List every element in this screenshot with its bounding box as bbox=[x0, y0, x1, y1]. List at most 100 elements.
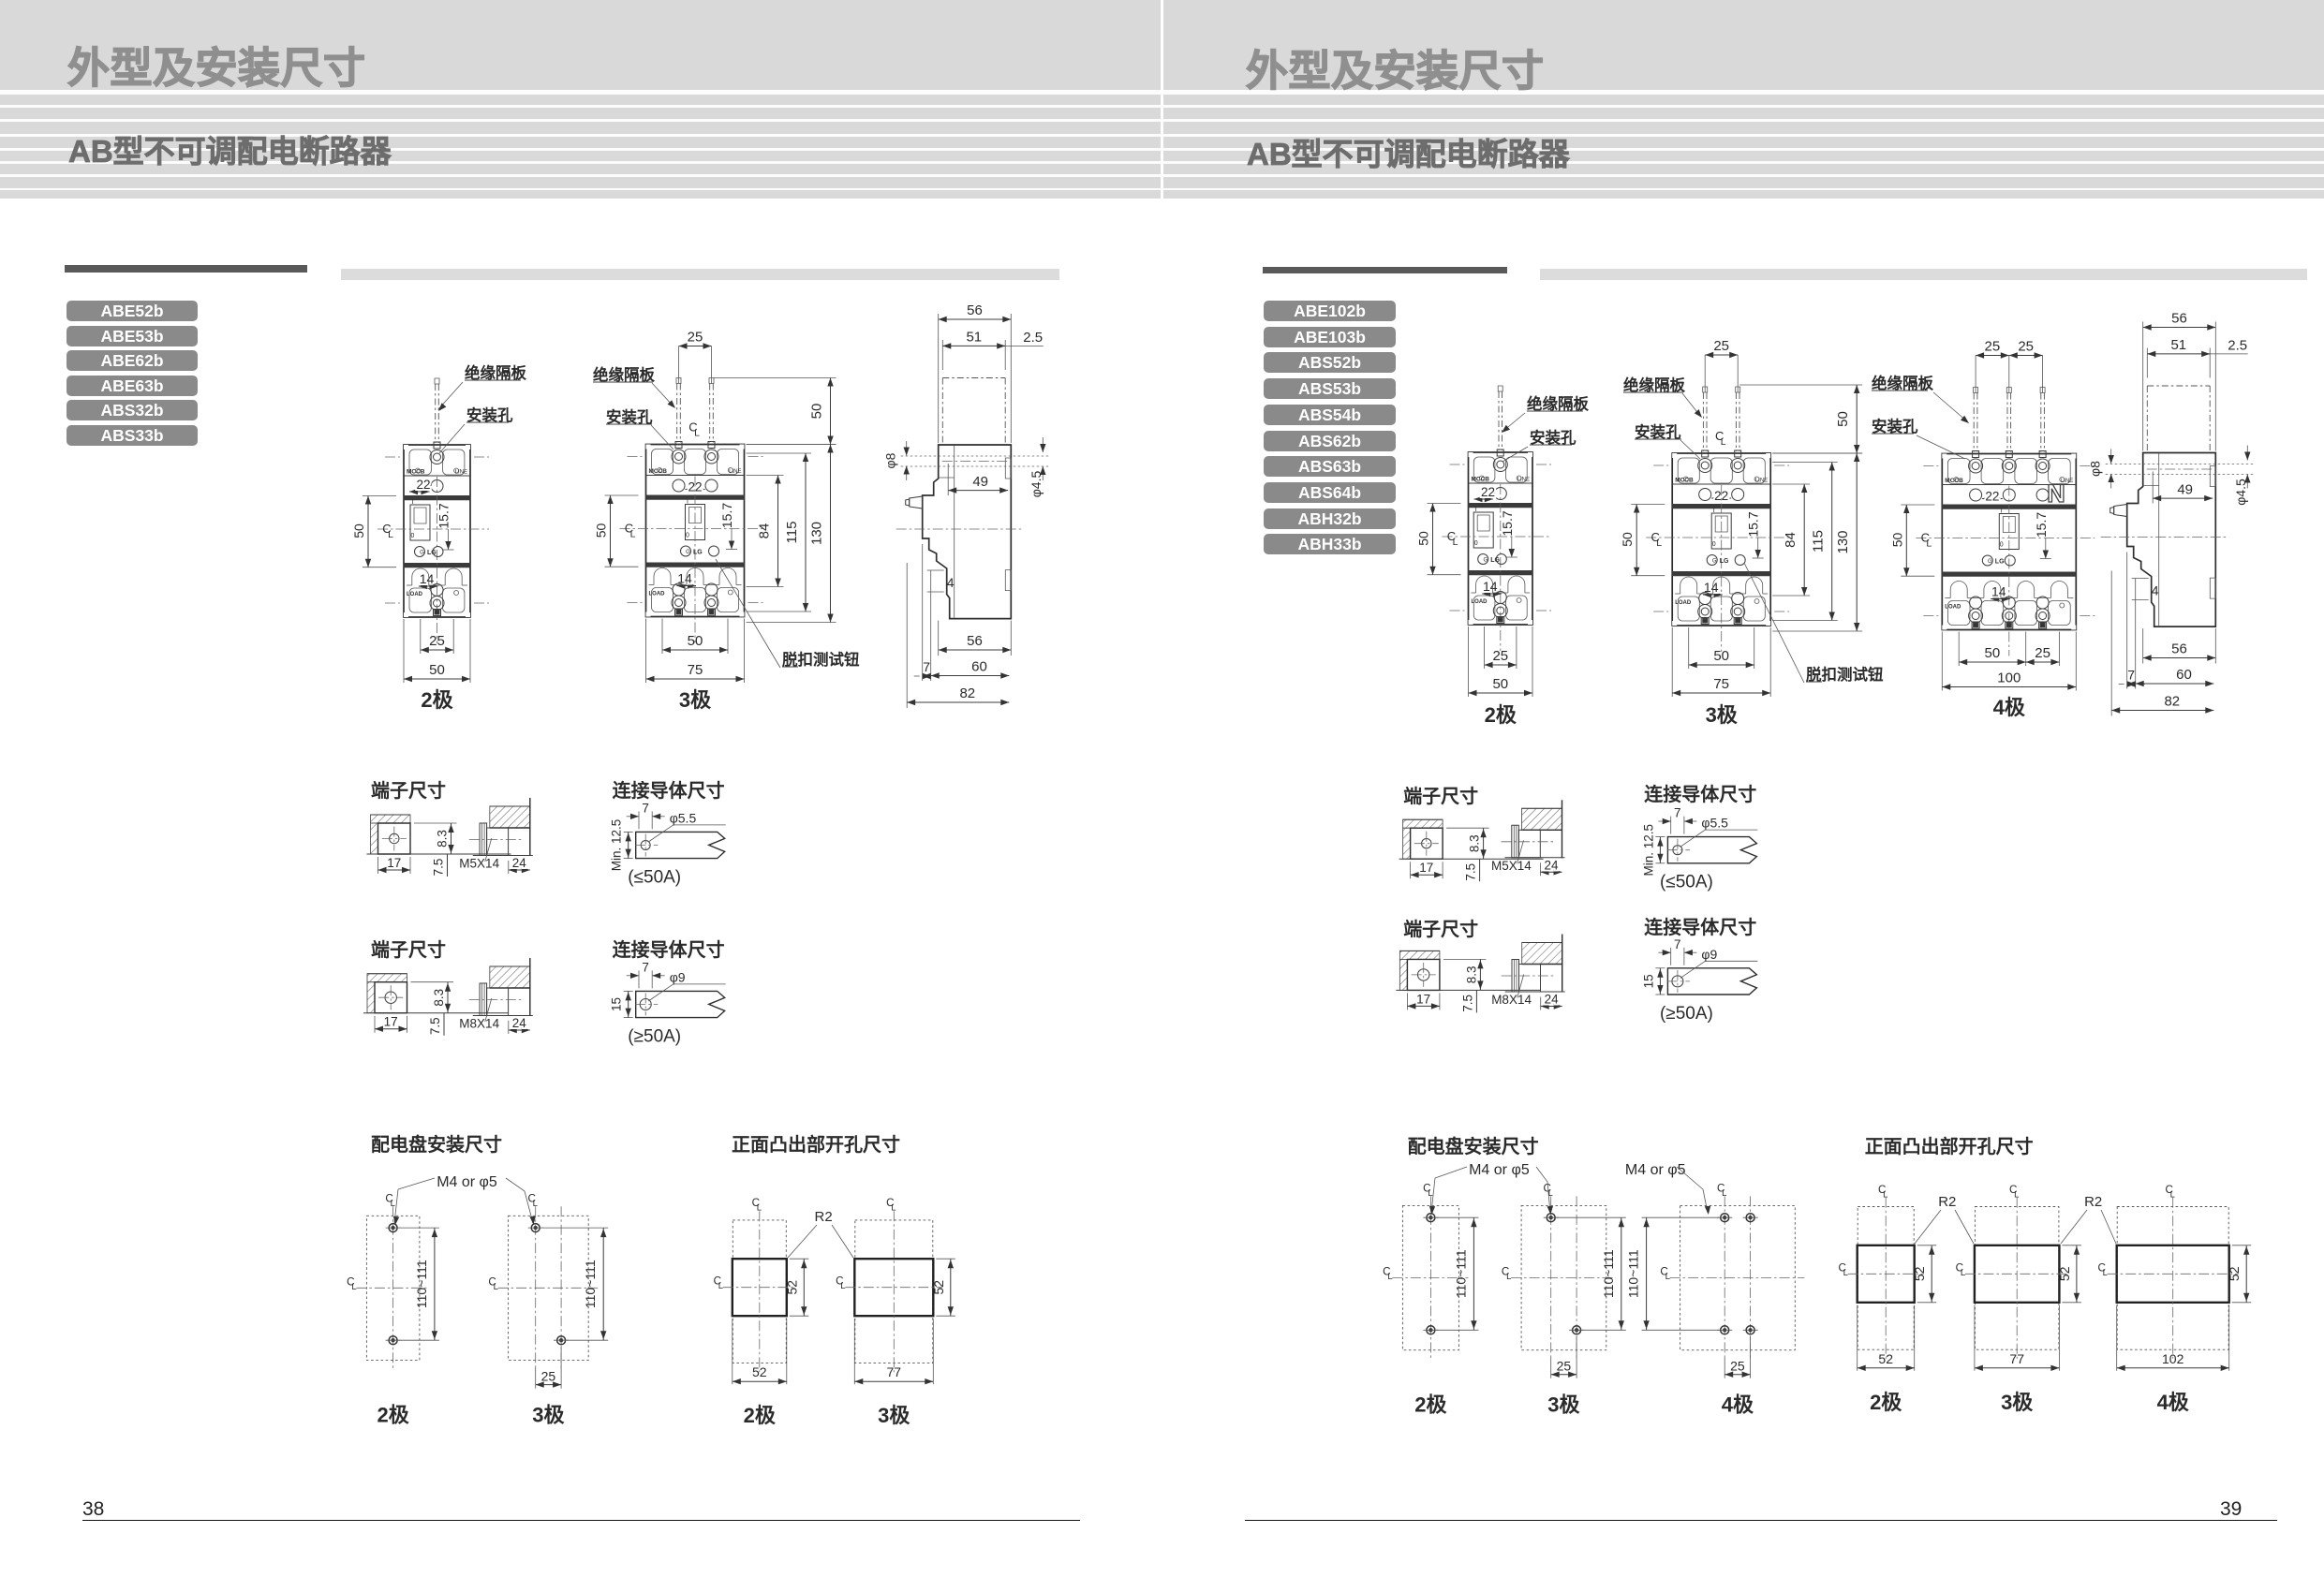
svg-text:17: 17 bbox=[1416, 992, 1430, 1006]
svg-text:82: 82 bbox=[2164, 694, 2180, 710]
svg-text:C: C bbox=[1956, 1261, 1963, 1274]
svg-text:MCCB: MCCB bbox=[407, 469, 425, 476]
svg-text:L: L bbox=[1665, 1272, 1670, 1282]
svg-text:52: 52 bbox=[931, 1280, 946, 1295]
svg-text:(≥50A): (≥50A) bbox=[628, 1026, 681, 1046]
svg-text:C: C bbox=[1383, 1265, 1390, 1277]
svg-text:LOAD: LOAD bbox=[407, 592, 423, 597]
svg-text:φ8: φ8 bbox=[883, 452, 898, 468]
svg-text:LOAD: LOAD bbox=[1675, 600, 1692, 606]
svg-text:C: C bbox=[385, 1192, 392, 1204]
svg-text:LOAD: LOAD bbox=[1472, 599, 1488, 605]
svg-text:R2: R2 bbox=[815, 1209, 833, 1225]
svg-text:56: 56 bbox=[967, 302, 983, 318]
svg-text:LG: LG bbox=[427, 550, 437, 556]
svg-text:25: 25 bbox=[1492, 648, 1508, 664]
svg-text:84: 84 bbox=[757, 523, 773, 539]
svg-text:M4 or φ5: M4 or φ5 bbox=[1625, 1162, 1686, 1178]
svg-text:C: C bbox=[1921, 531, 1930, 545]
svg-text:100: 100 bbox=[1997, 671, 2021, 686]
svg-text:15: 15 bbox=[610, 997, 624, 1011]
svg-text:端子尺寸: 端子尺寸 bbox=[371, 939, 446, 961]
svg-text:连接导体尺寸: 连接导体尺寸 bbox=[1644, 916, 1756, 938]
svg-text:L: L bbox=[1656, 538, 1662, 549]
svg-text:50: 50 bbox=[1985, 645, 2001, 661]
svg-text:I: I bbox=[412, 499, 414, 506]
svg-text:50: 50 bbox=[688, 633, 703, 649]
svg-text:50: 50 bbox=[1713, 648, 1729, 664]
svg-text:L: L bbox=[1428, 1188, 1432, 1199]
svg-text:52: 52 bbox=[1912, 1266, 1927, 1281]
svg-text:I: I bbox=[1475, 507, 1477, 513]
svg-text:正面凸出部开孔尺寸: 正面凸出部开孔尺寸 bbox=[1865, 1135, 2034, 1157]
svg-text:50: 50 bbox=[1492, 676, 1508, 692]
svg-text:56: 56 bbox=[2171, 311, 2187, 327]
svg-text:110~111: 110~111 bbox=[414, 1260, 429, 1308]
svg-text:I: I bbox=[2001, 508, 2003, 515]
svg-text:49: 49 bbox=[2177, 482, 2193, 498]
svg-text:L: L bbox=[391, 1199, 395, 1209]
svg-text:L: L bbox=[1722, 1188, 1726, 1199]
svg-text:L: L bbox=[494, 1282, 498, 1292]
svg-text:φ4.5: φ4.5 bbox=[2233, 479, 2248, 506]
svg-text:8.3: 8.3 bbox=[436, 830, 450, 847]
svg-text:22: 22 bbox=[688, 480, 702, 494]
svg-text:14: 14 bbox=[420, 571, 435, 586]
svg-text:25: 25 bbox=[1713, 338, 1729, 354]
svg-text:14: 14 bbox=[1704, 580, 1719, 595]
svg-text:LINE: LINE bbox=[1755, 479, 1768, 484]
svg-text:配电盘安装尺寸: 配电盘安装尺寸 bbox=[1408, 1135, 1539, 1157]
svg-text:50: 50 bbox=[429, 662, 445, 678]
svg-text:φ5.5: φ5.5 bbox=[670, 810, 697, 825]
svg-text:14: 14 bbox=[677, 571, 692, 586]
svg-text:115: 115 bbox=[1811, 530, 1827, 553]
svg-text:60: 60 bbox=[2176, 667, 2192, 683]
svg-text:24: 24 bbox=[1544, 858, 1559, 872]
svg-text:102: 102 bbox=[2162, 1351, 2184, 1366]
svg-text:25: 25 bbox=[1985, 339, 2001, 355]
svg-text:3极: 3极 bbox=[1706, 703, 1739, 727]
svg-text:C: C bbox=[1715, 429, 1724, 443]
svg-text:L: L bbox=[1548, 1188, 1553, 1199]
svg-text:C: C bbox=[688, 420, 697, 435]
svg-text:22: 22 bbox=[1481, 485, 1495, 499]
svg-text:50: 50 bbox=[1620, 532, 1635, 547]
svg-text:52: 52 bbox=[752, 1364, 767, 1379]
svg-text:17: 17 bbox=[384, 1015, 398, 1029]
svg-text:0: 0 bbox=[2000, 542, 2004, 549]
svg-text:LINE: LINE bbox=[729, 469, 741, 475]
svg-text:15.7: 15.7 bbox=[437, 503, 451, 528]
svg-text:C: C bbox=[752, 1197, 760, 1209]
svg-text:绝缘隔板: 绝缘隔板 bbox=[465, 363, 527, 382]
svg-text:LOAD: LOAD bbox=[649, 592, 666, 597]
svg-text:2极: 2极 bbox=[421, 688, 453, 712]
svg-text:22: 22 bbox=[1985, 490, 1999, 504]
svg-text:连接导体尺寸: 连接导体尺寸 bbox=[613, 779, 725, 802]
svg-text:L: L bbox=[694, 428, 700, 439]
svg-text:60: 60 bbox=[971, 659, 987, 675]
svg-text:C: C bbox=[1717, 1182, 1724, 1194]
svg-text:51: 51 bbox=[2170, 337, 2186, 353]
svg-text:2.5: 2.5 bbox=[1023, 330, 1043, 346]
svg-text:L: L bbox=[1721, 436, 1726, 448]
svg-text:4: 4 bbox=[947, 575, 955, 590]
svg-text:M4 or φ5: M4 or φ5 bbox=[1469, 1162, 1530, 1178]
svg-text:77: 77 bbox=[2009, 1351, 2024, 1366]
svg-text:C: C bbox=[836, 1275, 843, 1288]
svg-text:LG: LG bbox=[1490, 557, 1500, 564]
svg-text:2极: 2极 bbox=[1485, 703, 1517, 727]
svg-text:端子尺寸: 端子尺寸 bbox=[1403, 919, 1478, 940]
svg-text:L: L bbox=[1961, 1268, 1965, 1278]
svg-text:56: 56 bbox=[967, 633, 983, 649]
svg-text:4: 4 bbox=[2152, 583, 2159, 598]
svg-text:75: 75 bbox=[1713, 676, 1729, 692]
svg-text:2极: 2极 bbox=[744, 1404, 777, 1427]
svg-text:LINE: LINE bbox=[455, 470, 467, 476]
svg-text:L: L bbox=[388, 529, 393, 540]
svg-text:L: L bbox=[891, 1203, 896, 1214]
svg-text:17: 17 bbox=[387, 856, 401, 870]
svg-text:C: C bbox=[1878, 1184, 1886, 1196]
svg-text:7.5: 7.5 bbox=[1464, 863, 1478, 881]
svg-text:2极: 2极 bbox=[377, 1404, 409, 1427]
svg-text:端子尺寸: 端子尺寸 bbox=[1403, 786, 1478, 807]
